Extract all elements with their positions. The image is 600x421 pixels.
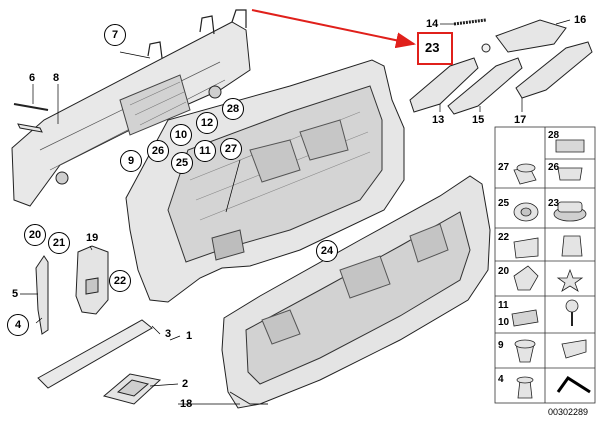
flat-seal-part [37,319,153,389]
label-part: 18 [180,398,193,410]
grid-part-number: 28 [548,130,560,141]
parts-reference-grid [494,126,596,404]
grid-part-number: 27 [498,162,510,173]
circled-label: 20 [24,224,46,246]
label-part: 17 [514,114,527,126]
grid-part-number: 20 [498,266,510,277]
upper-trim-panel-part [11,9,251,207]
circled-label: 11 [194,140,216,162]
grid-part-number: 9 [498,340,504,351]
grid-part-number: 4 [498,374,504,385]
circled-label: 27 [220,138,242,160]
pin-part [13,103,49,133]
label-part: 2 [182,378,189,390]
grid-part-number: 10 [498,317,510,328]
label-part: 19 [86,232,99,244]
grid-part-number: 26 [548,162,560,173]
grid-part-number: 23 [548,198,560,209]
circled-label: 10 [170,124,192,146]
label-part: 6 [29,72,36,84]
circled-label: 21 [48,232,70,254]
small-frame-part [102,373,162,405]
callout-arrow [251,9,416,49]
circled-label: 28 [222,98,244,120]
circled-label: 25 [171,152,193,174]
leader-lines [20,19,571,405]
highlight-box [417,32,453,65]
label-part: 5 [12,288,19,300]
circled-label: 4 [7,314,29,336]
circled-label: 12 [196,112,218,134]
label-part: 13 [432,114,445,126]
label-part: 8 [53,72,60,84]
grid-fastener-illustrations [511,139,591,399]
label-part: 15 [472,114,485,126]
circled-label: 26 [147,140,169,162]
label-part: 16 [574,14,587,26]
grid-part-number: 22 [498,232,510,243]
label-part: 1 [186,330,193,342]
cover-part [75,245,109,315]
circled-label: 24 [316,240,338,262]
strip-part [35,255,49,335]
handle-trims-part [409,18,593,115]
tailgate-frame-part [125,59,405,303]
highlighted-part-label: 23 [425,40,440,55]
circled-label: 9 [120,150,142,172]
grid-part-number: 25 [498,198,510,209]
circled-label: 7 [104,24,126,46]
label-part: 3 [165,328,172,340]
grid-part-number: 11 [498,300,509,311]
reference-code: 00302289 [548,407,589,417]
label-part: 14 [426,18,439,30]
lower-trim-panel-part [221,175,491,409]
circled-label: 22 [109,270,131,292]
